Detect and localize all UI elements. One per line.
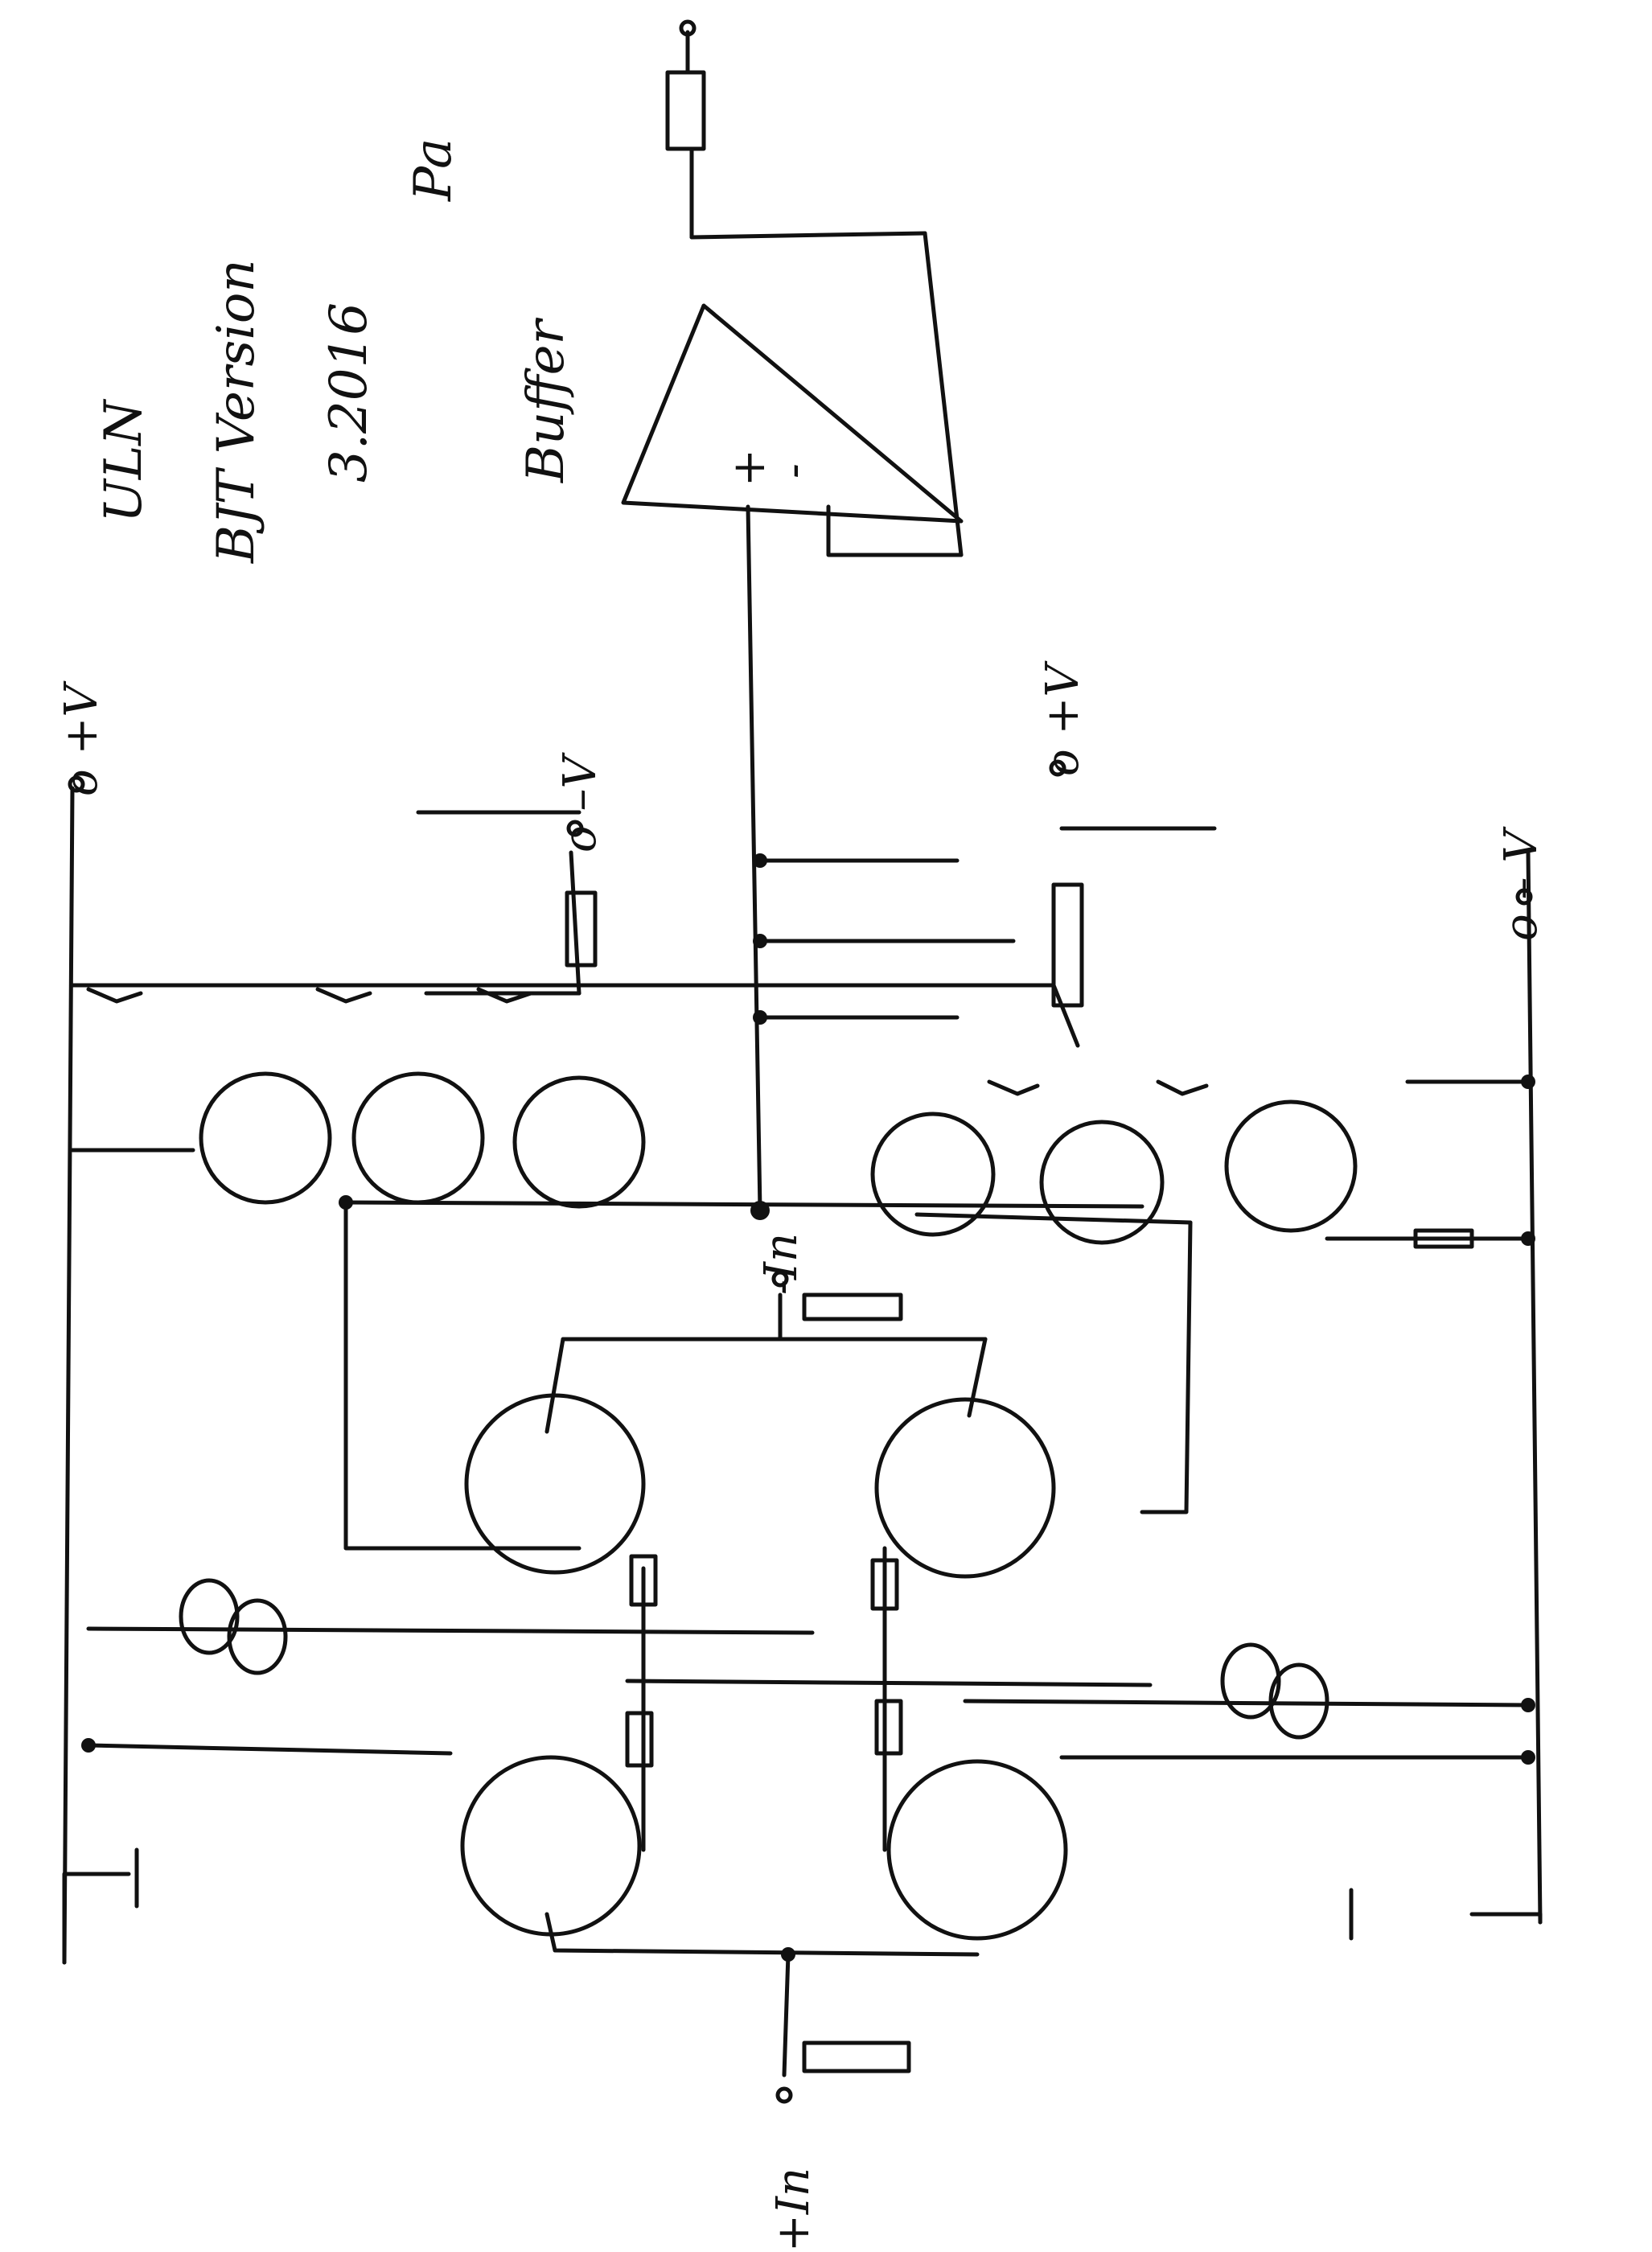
opamp-minus-sign: - <box>767 463 820 479</box>
terminal-labels: o +V o –V o +V o – V -In +In <box>55 660 1547 2252</box>
opamp-buffer: + - <box>621 19 964 1213</box>
label-vminus-right: o – V <box>1495 826 1547 941</box>
label-vminus-top: o –V <box>554 751 606 853</box>
label-vplus-right: o +V <box>1037 660 1089 776</box>
note-uln: ULN <box>94 399 154 523</box>
junctions <box>81 853 1535 1962</box>
label-input-plus: +In <box>767 2168 820 2252</box>
note-signature: Pa <box>404 138 463 202</box>
note-buffer: Buffer <box>516 318 576 483</box>
label-vplus-left: o +V <box>55 680 108 796</box>
transistors <box>199 1071 1358 1941</box>
passives <box>86 882 1474 2073</box>
note-date: 3.2016 <box>319 302 379 483</box>
opamp-plus-sign: + <box>723 449 775 487</box>
current-sources <box>179 1578 1329 1740</box>
note-bjt-version: BJT Version <box>207 259 266 564</box>
capacitors <box>134 810 1354 1941</box>
handwritten-notes: ULN BJT Version 3.2016 Pa Buffer <box>94 138 576 564</box>
terminals <box>68 759 1533 2104</box>
wiring <box>62 786 1543 2077</box>
